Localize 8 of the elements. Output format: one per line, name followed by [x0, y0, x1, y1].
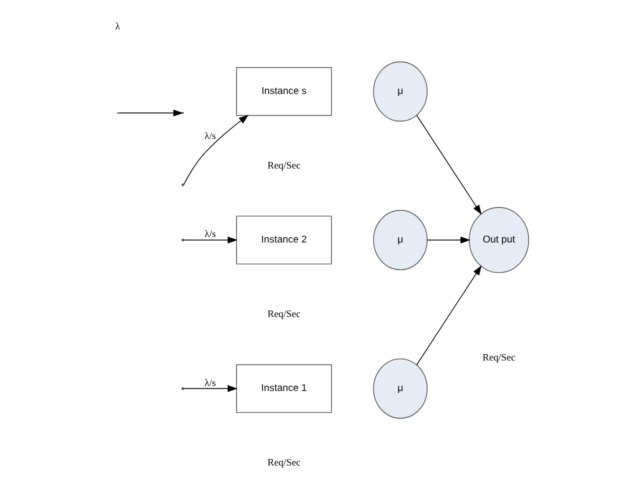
edge-label: λ/s: [204, 130, 216, 142]
edge-label: λ/s: [204, 228, 216, 240]
label: Req/Sec: [268, 160, 300, 171]
label: Req/Sec: [482, 352, 516, 364]
label: λ: [115, 21, 120, 32]
label: Req/Sec: [268, 308, 300, 320]
label: Req/Sec: [268, 456, 300, 468]
edge-label: λ/s: [204, 377, 216, 388]
